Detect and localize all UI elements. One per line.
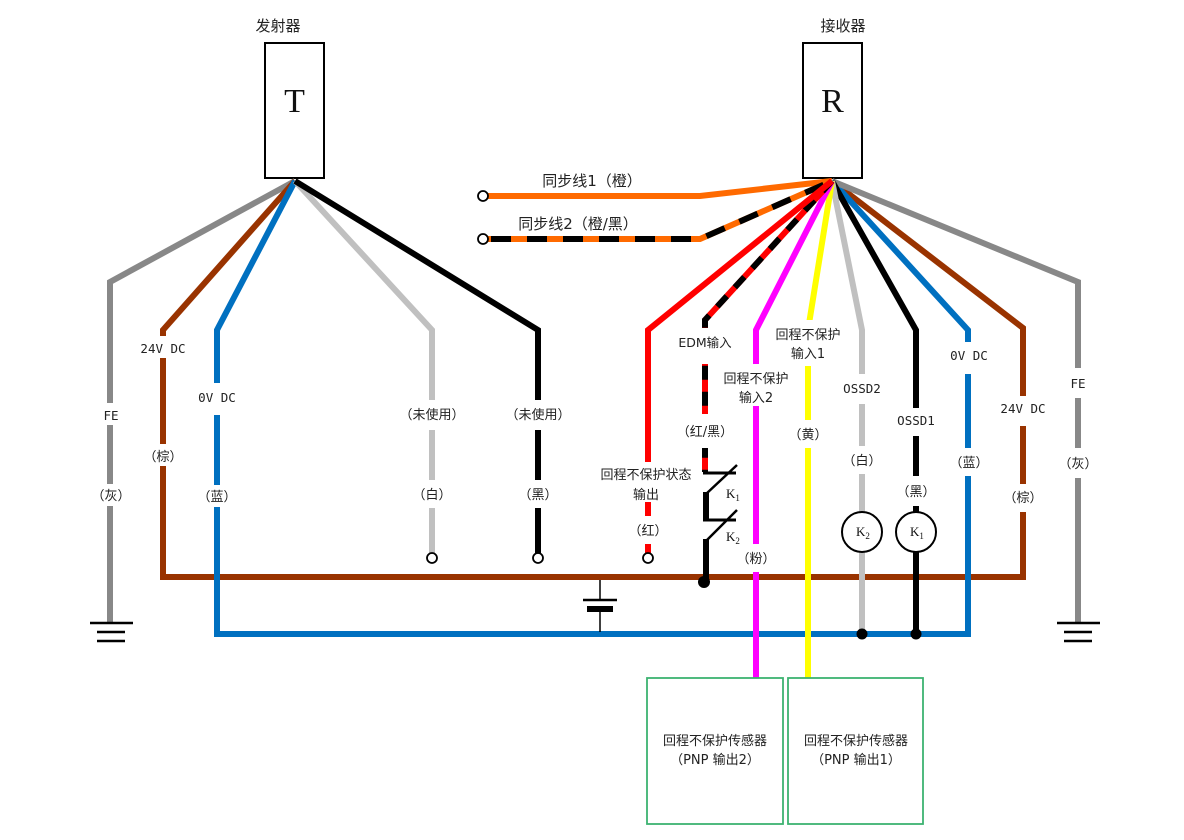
ossd1-wire-function: OSSD1 bbox=[897, 413, 935, 428]
emitter-24v-label: 24V DC bbox=[140, 341, 185, 356]
receiver-fe-function: FE bbox=[1070, 376, 1085, 391]
yellow-wire-function-2: 输入1 bbox=[791, 346, 825, 362]
emitter-wire-unused-white bbox=[292, 178, 435, 553]
k1-contact-label: K1 bbox=[726, 486, 740, 503]
ossd2-wire-function: OSSD2 bbox=[843, 381, 881, 396]
terminal-sync-2 bbox=[477, 233, 489, 245]
junction-ossd2 bbox=[856, 628, 868, 640]
emitter-24v-color: （棕） bbox=[143, 450, 182, 465]
terminal-unused-black bbox=[532, 552, 544, 564]
terminal-red bbox=[642, 552, 654, 564]
junction-ossd1 bbox=[910, 628, 922, 640]
wire-0v-bus bbox=[214, 178, 971, 637]
emitter-fe-color: （灰） bbox=[91, 489, 130, 504]
sensor-box-pnp-output-1 bbox=[787, 677, 924, 825]
receiver-24v-function: 24V DC bbox=[1000, 401, 1045, 416]
sensor-1-line1: 回程不保护传感器 bbox=[804, 733, 908, 749]
terminal-sync-1 bbox=[477, 190, 489, 202]
magenta-wire-color: （粉） bbox=[736, 552, 775, 567]
ossd2-wire-color: （白） bbox=[842, 453, 881, 469]
receiver-wire-fe bbox=[830, 178, 1081, 622]
emitter-0v-color: （蓝） bbox=[197, 490, 236, 505]
emitter-title: 发射器 bbox=[255, 17, 300, 35]
emitter-unused-white-label: （未使用） bbox=[399, 407, 464, 423]
k-contacts bbox=[698, 464, 738, 588]
receiver-0v-color: （蓝） bbox=[949, 456, 988, 471]
emitter-box bbox=[264, 42, 325, 179]
emitter-letter: T bbox=[284, 83, 305, 120]
k1-coil-label: K1 bbox=[910, 524, 924, 541]
k1-coil bbox=[895, 511, 937, 553]
red-wire-color: （红） bbox=[628, 523, 667, 539]
ground-icon-right bbox=[1057, 621, 1100, 643]
receiver-box bbox=[802, 42, 863, 179]
sensor-2-line1: 回程不保护传感器 bbox=[663, 733, 767, 749]
emitter-unused-white-color: （白） bbox=[412, 487, 451, 503]
emitter-0v-label: 0V DC bbox=[198, 390, 236, 405]
k2-coil-label: K2 bbox=[856, 524, 870, 541]
receiver-wire-ossd2 bbox=[829, 180, 865, 634]
magenta-wire-function-1: 回程不保护 bbox=[723, 372, 788, 387]
receiver-fe-color: （灰） bbox=[1058, 457, 1097, 472]
sensor-2-line2: （PNP 输出2） bbox=[670, 752, 760, 768]
sync-wire-2-stripes bbox=[487, 178, 834, 242]
receiver-letter: R bbox=[821, 83, 844, 120]
receiver-0v-function: 0V DC bbox=[950, 348, 988, 363]
receiver-title: 接收器 bbox=[820, 17, 865, 35]
k2-contact-label: K2 bbox=[726, 529, 740, 546]
battery-icon bbox=[583, 580, 617, 632]
sensor-1-line2: （PNP 输出1） bbox=[811, 752, 901, 768]
red-wire-function-1: 回程不保护状态 bbox=[600, 468, 691, 483]
receiver-24v-color: （棕） bbox=[1003, 491, 1042, 506]
sync-wire-1-label: 同步线1（橙） bbox=[542, 172, 642, 190]
yellow-wire-function-1: 回程不保护 bbox=[775, 328, 840, 343]
emitter-unused-black-color: （黑） bbox=[518, 488, 557, 503]
ground-icon-left bbox=[90, 621, 133, 643]
ossd1-wire-color: （黑） bbox=[896, 485, 935, 500]
terminal-unused-white bbox=[426, 552, 438, 564]
sync-wire-1 bbox=[487, 178, 833, 199]
edm-wire-color: （红/黑） bbox=[677, 424, 733, 440]
yellow-wire-color: （黄） bbox=[788, 428, 827, 443]
wire-24v-bus bbox=[160, 178, 1026, 580]
emitter-unused-black-label: （未使用） bbox=[505, 407, 570, 423]
emitter-fe-label: FE bbox=[103, 408, 118, 423]
red-wire-function-2: 输出 bbox=[633, 487, 659, 503]
sync-wire-2-label: 同步线2（橙/黑） bbox=[518, 215, 638, 233]
k2-coil bbox=[841, 511, 883, 553]
magenta-wire-function-2: 输入2 bbox=[739, 390, 773, 406]
emitter-wire-fe bbox=[107, 178, 297, 622]
edm-wire-function: EDM输入 bbox=[678, 335, 732, 350]
sensor-box-pnp-output-2 bbox=[646, 677, 784, 825]
emitter-wire-unused-black bbox=[293, 178, 541, 553]
